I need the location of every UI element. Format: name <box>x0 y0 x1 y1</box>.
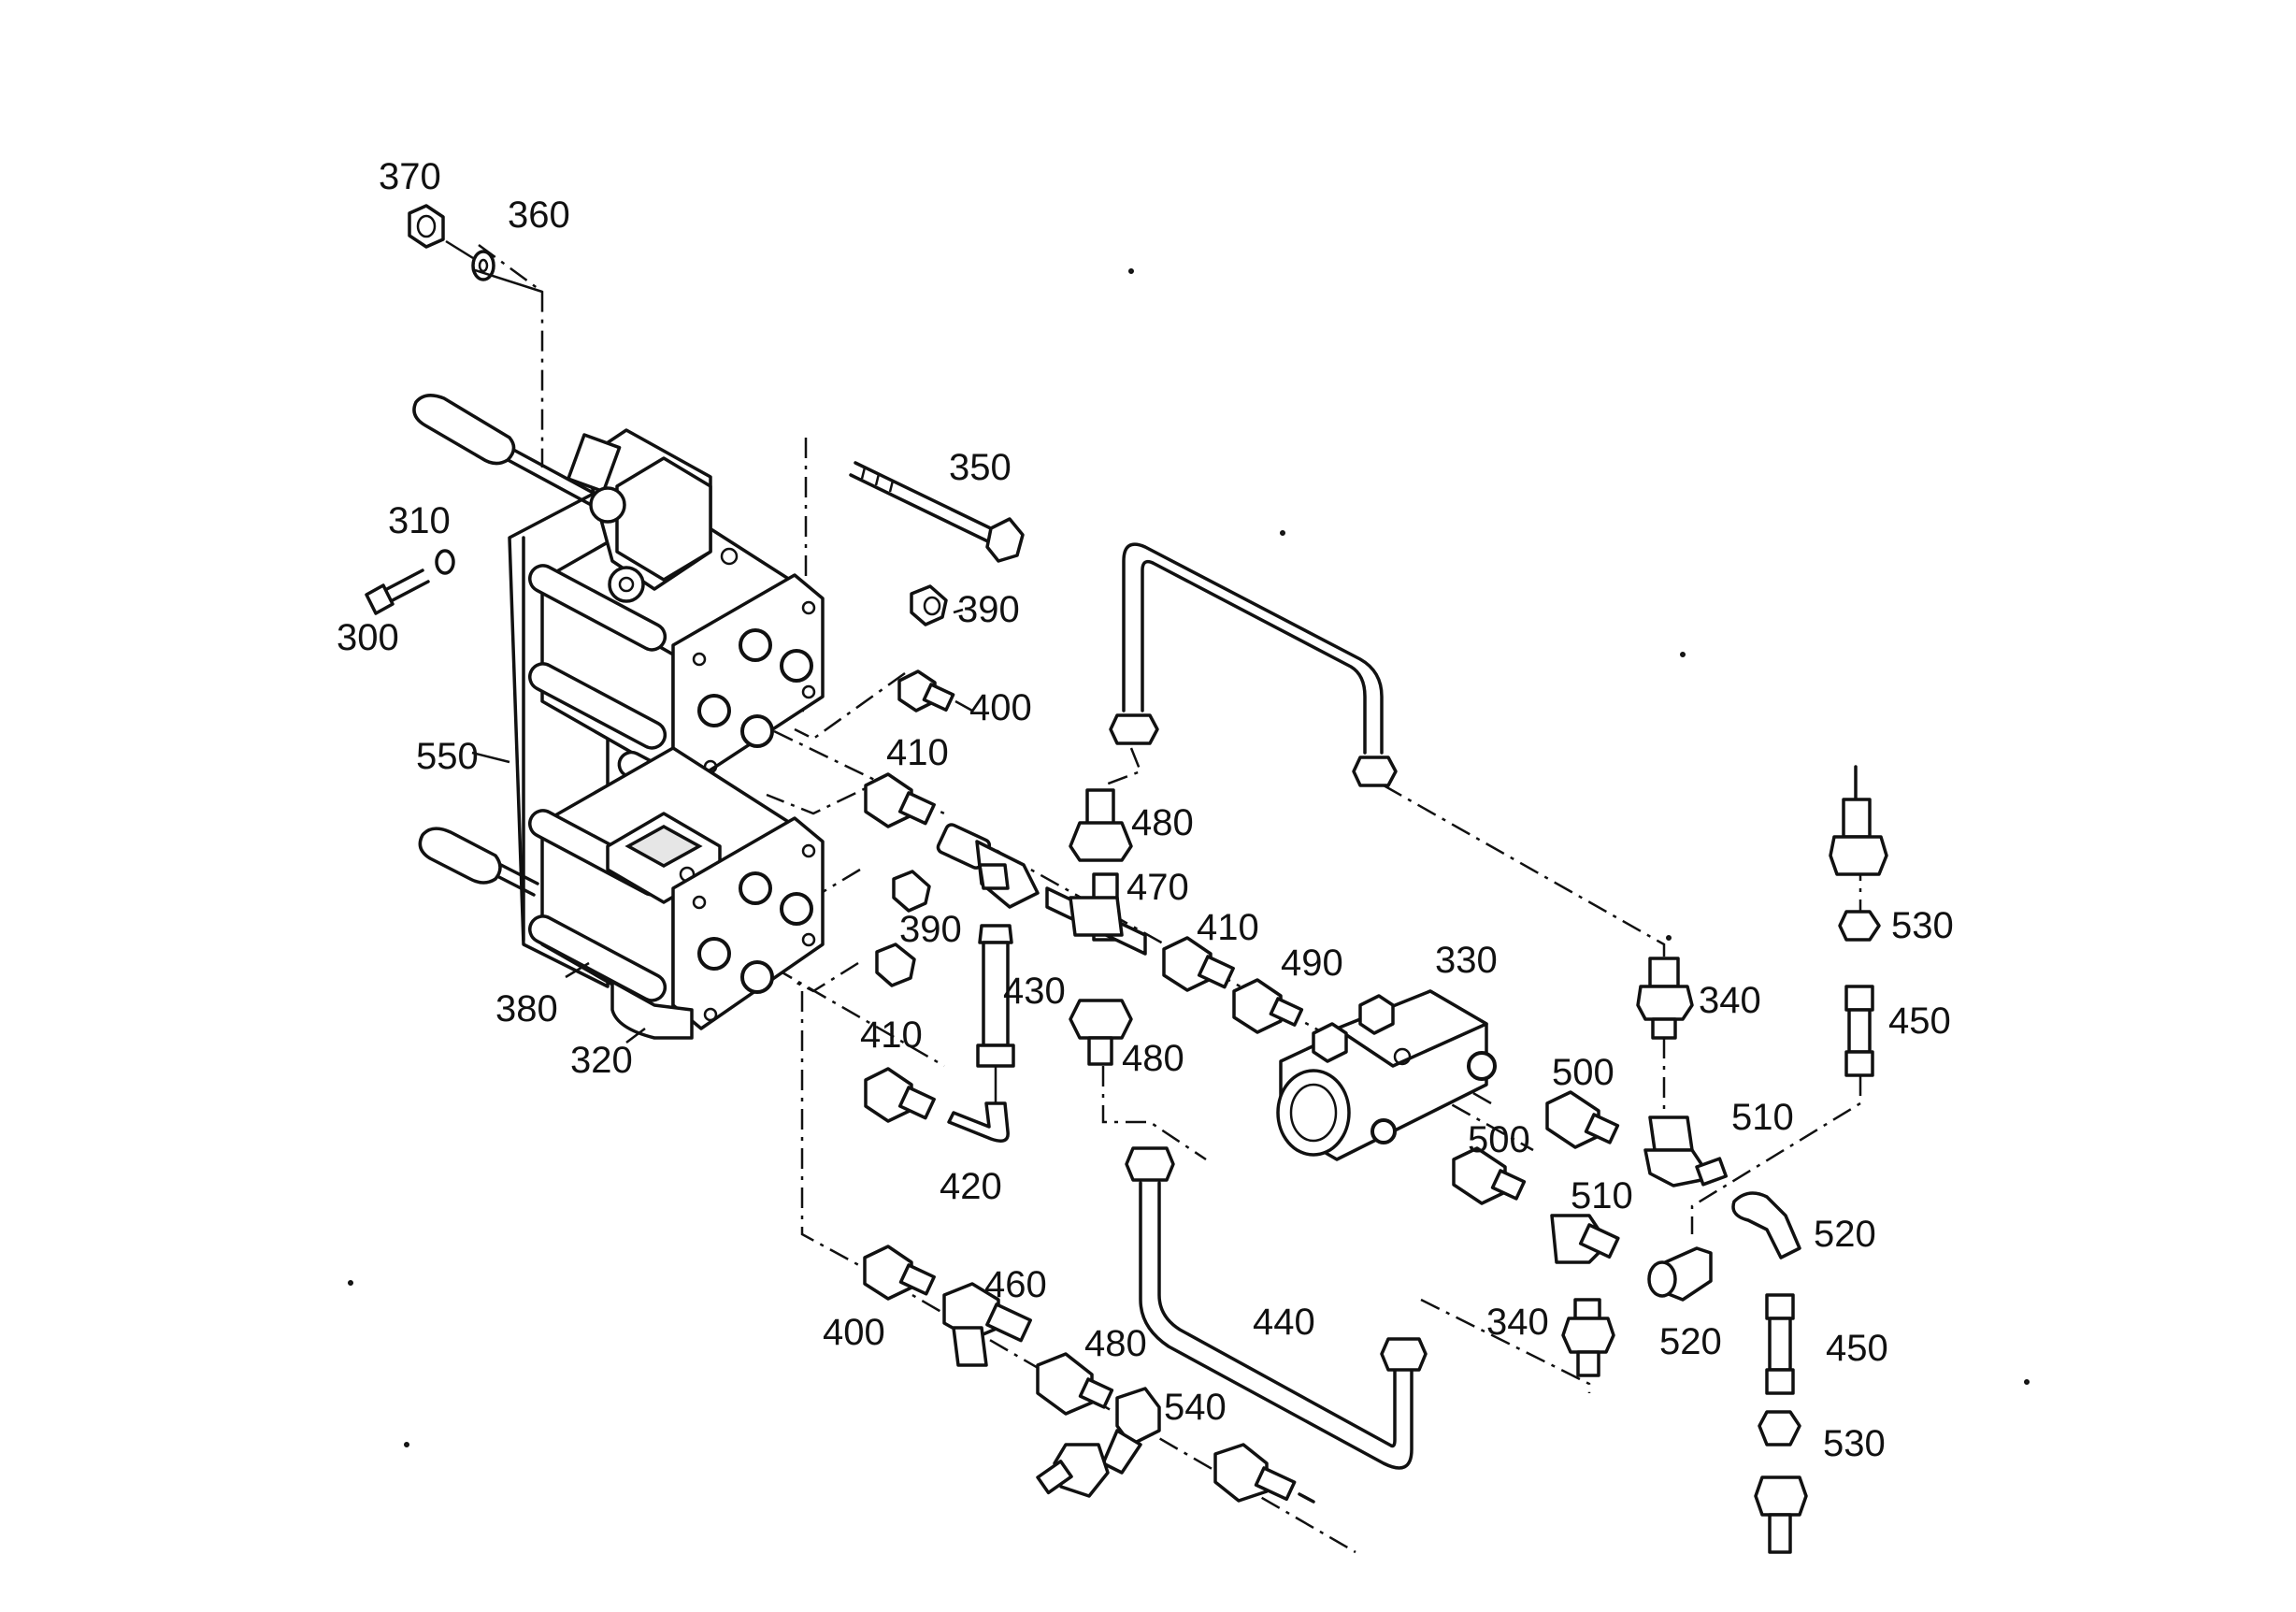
tee-460 <box>942 1282 1033 1367</box>
label-360: 360 <box>508 194 570 236</box>
label-520-left: 520 <box>1659 1321 1722 1362</box>
lower-valve-section <box>528 746 825 1040</box>
label-460: 460 <box>984 1264 1047 1305</box>
washer-360 <box>471 250 495 281</box>
tee-540 <box>1101 1387 1161 1475</box>
fitting-540-right <box>1213 1443 1315 1504</box>
label-380: 380 <box>495 988 558 1029</box>
label-530-lower: 530 <box>1823 1423 1886 1464</box>
tube-430 <box>976 924 1015 1103</box>
label-390-upper: 390 <box>957 589 1020 630</box>
cross-fitting-470 <box>1045 872 1147 956</box>
label-470: 470 <box>1126 867 1189 908</box>
plug-390-upper <box>910 584 948 626</box>
label-530-upper: 530 <box>1891 905 1954 946</box>
label-400-upper: 400 <box>969 687 1032 728</box>
connector-400-lower <box>863 1245 936 1301</box>
label-510-lower: 510 <box>1571 1175 1633 1216</box>
elbow-420 <box>947 1101 1010 1143</box>
label-310: 310 <box>388 500 451 541</box>
elbow-520-right <box>1731 1191 1801 1259</box>
plug-400-upper <box>897 669 955 712</box>
label-450-upper: 450 <box>1888 1000 1951 1042</box>
label-510-upper: 510 <box>1731 1097 1794 1138</box>
label-550: 550 <box>416 736 479 777</box>
label-480-low: 480 <box>1084 1323 1147 1364</box>
label-400-lower: 400 <box>823 1312 885 1353</box>
label-480-mid: 480 <box>1122 1038 1184 1079</box>
fitting-340-upper <box>1636 957 1694 1040</box>
label-450-lower: 450 <box>1826 1328 1888 1369</box>
tee-510-upper <box>1643 1115 1729 1187</box>
tube-upper-bent <box>1109 542 1398 787</box>
plug-390-lower-a <box>892 870 931 913</box>
label-520-right: 520 <box>1814 1214 1876 1255</box>
fitting-340-lower <box>1561 1298 1615 1377</box>
fitting-480-mid <box>1069 999 1133 1066</box>
fitting-480-low <box>1036 1352 1114 1416</box>
label-300: 300 <box>337 617 399 658</box>
connector-410-upper <box>864 772 936 828</box>
fitting-500-lower <box>1452 1146 1527 1205</box>
fitting-540-left <box>1036 1443 1110 1498</box>
label-430: 430 <box>1003 971 1066 1012</box>
connector-410-right <box>1162 936 1235 992</box>
fitting-490 <box>1232 978 1304 1034</box>
nut-370 <box>408 204 445 249</box>
label-410-right: 410 <box>1197 907 1259 948</box>
tee-fitting-upper <box>936 823 1040 909</box>
label-490: 490 <box>1281 943 1343 984</box>
tie-rod-350 <box>849 461 1025 563</box>
label-410-lower: 410 <box>860 1015 923 1056</box>
label-370: 370 <box>379 156 441 197</box>
bolt-300 <box>365 569 430 615</box>
upper-lever-handle <box>412 394 626 524</box>
label-320: 320 <box>570 1040 633 1081</box>
label-330: 330 <box>1435 940 1498 981</box>
label-410-upper: 410 <box>886 732 949 773</box>
scan-specks <box>348 268 2030 1447</box>
label-440: 440 <box>1253 1302 1315 1343</box>
elbow-520-left <box>1647 1246 1713 1302</box>
label-340-upper: 340 <box>1699 980 1761 1021</box>
label-480-top: 480 <box>1131 802 1194 843</box>
part-labels: 370 360 350 310 300 390 400 550 410 480 … <box>337 156 1954 1464</box>
label-340-lower: 340 <box>1486 1302 1549 1343</box>
washer-310 <box>435 549 455 575</box>
label-540: 540 <box>1164 1387 1227 1428</box>
label-390-lower: 390 <box>899 909 962 950</box>
fitting-stack-lower <box>1754 1293 1808 1554</box>
label-500-lower: 500 <box>1468 1119 1530 1160</box>
leader-lines <box>445 239 973 1043</box>
tee-510-lower <box>1550 1214 1620 1264</box>
plug-390-lower-b <box>875 943 916 987</box>
fitting-stack-upper <box>1829 765 1888 1077</box>
fitting-500-upper <box>1545 1090 1620 1149</box>
label-350: 350 <box>949 447 1012 488</box>
lower-lever-handle <box>418 827 539 897</box>
tube-440 <box>1125 1146 1428 1470</box>
upper-valve-section <box>528 428 825 807</box>
valve-body-330 <box>1276 989 1497 1161</box>
label-420: 420 <box>940 1166 1002 1207</box>
fitting-480-top <box>1069 788 1133 862</box>
label-500-upper: 500 <box>1552 1052 1614 1093</box>
connector-410-lower <box>864 1067 936 1123</box>
